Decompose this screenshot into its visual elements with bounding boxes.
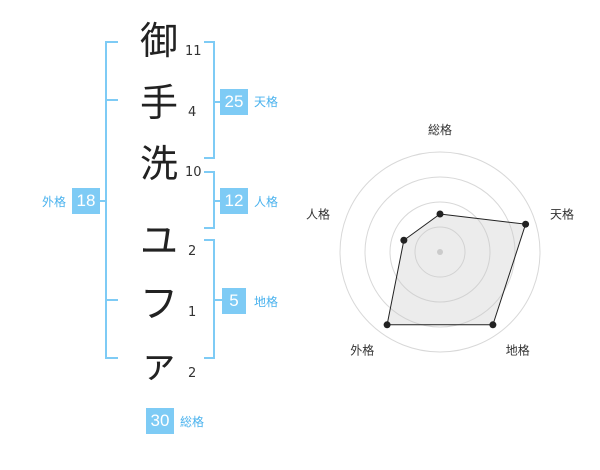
radar-point-2	[522, 220, 530, 228]
stroke-count-6: 2	[188, 366, 197, 381]
name-char-4: ユ	[139, 219, 178, 263]
tenkaku-label: 天格	[254, 95, 279, 109]
soukaku-label: 総格	[180, 415, 205, 429]
radar-area	[386, 213, 527, 326]
stroke-count-1: 11	[185, 44, 202, 59]
stroke-count-5: 1	[188, 305, 197, 320]
radar-ring-3	[364, 176, 516, 328]
stroke-count-4: 2	[188, 244, 197, 259]
stroke-count-2: 4	[188, 105, 197, 120]
jinkaku-value: 12	[220, 188, 248, 214]
radar-axis-label-4: 外格	[350, 343, 374, 358]
radar-axis-label-3: 地格	[506, 343, 530, 358]
name-char-1: 御	[139, 19, 178, 63]
radar-ring-1	[414, 226, 466, 278]
chikaku-value: 5	[222, 288, 246, 314]
radar-point-4	[383, 321, 391, 329]
radar-point-3	[489, 321, 497, 329]
radar-point-5	[400, 236, 408, 244]
jinkaku-label: 人格	[254, 195, 279, 209]
name-char-6: ァ	[139, 342, 178, 386]
name-char-3: 洗	[139, 142, 178, 186]
name-char-2: 手	[139, 81, 178, 125]
radar-axis-label-1: 総格	[428, 122, 452, 137]
radar-ring-4	[339, 151, 541, 353]
radar-ring-2	[389, 201, 491, 303]
radar-axis-label-2: 天格	[550, 206, 574, 221]
tenkaku-value: 25	[220, 89, 248, 115]
gaikaku-value: 18	[72, 188, 100, 214]
tenkaku-bracket	[204, 41, 215, 159]
name-char-5: フ	[139, 282, 178, 326]
radar-point-1	[436, 210, 444, 218]
chikaku-label: 地格	[254, 295, 279, 309]
radar-axis-label-5: 人格	[306, 206, 330, 221]
soukaku-value: 30	[146, 408, 174, 434]
gaikaku-label: 外格	[42, 195, 67, 209]
stroke-count-3: 10	[185, 165, 202, 180]
radar-center	[437, 249, 443, 255]
